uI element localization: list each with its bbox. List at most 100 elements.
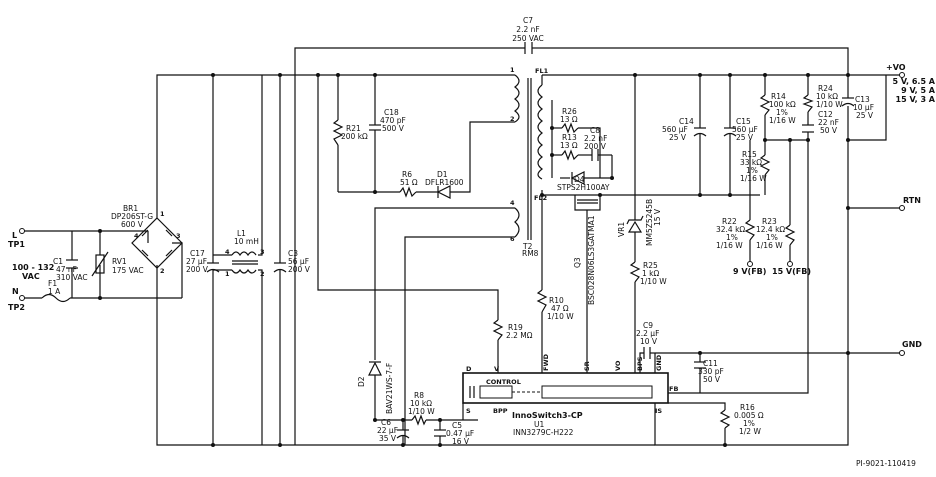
tp1-label: TP1 bbox=[8, 240, 25, 249]
c3-value: 56 µF bbox=[288, 257, 309, 266]
u1-pin-sr: SR bbox=[583, 361, 591, 371]
c11-rating: 50 V bbox=[703, 375, 721, 384]
d1-ref: D1 bbox=[437, 170, 448, 179]
c11-capacitor: C11 330 pF 50 V bbox=[694, 359, 724, 384]
l1-ref: L1 bbox=[237, 229, 246, 238]
f1-value: 1 A bbox=[48, 287, 61, 296]
l1-choke: L1 10 mH 4 1 3 2 bbox=[225, 229, 265, 278]
c12-ref: C12 bbox=[818, 110, 833, 119]
c9-value: 2.2 µF bbox=[636, 329, 659, 338]
r16-tol: 1% bbox=[743, 419, 755, 428]
tp2-label: TP2 bbox=[8, 303, 25, 312]
r21-ref: R21 bbox=[346, 124, 361, 133]
vin-range-label: 100 - 132 bbox=[12, 263, 54, 272]
r14-power: 1/16 W bbox=[769, 116, 796, 125]
vr1-rating: 15 V bbox=[653, 208, 662, 226]
c17-ref: C17 bbox=[190, 249, 205, 258]
c5-value: 0.47 µF bbox=[446, 429, 474, 438]
c7-ref: C7 bbox=[523, 16, 533, 25]
vin-unit-label: VAC bbox=[22, 272, 40, 281]
u1-control-label: CONTROL bbox=[486, 378, 521, 386]
tp1-terminal bbox=[19, 228, 25, 234]
r13-resistor: R13 13 Ω bbox=[560, 133, 579, 161]
u1-ic: CONTROL D V FWD SR VO BPS GND FB IS S BP… bbox=[462, 353, 678, 437]
c6-capacitor: C6 22 µF 35 V bbox=[377, 418, 410, 445]
rtn-terminal bbox=[899, 205, 905, 211]
c7-capacitor: C7 2.2 nF 250 VAC bbox=[512, 16, 544, 54]
vr1-zener: VR1 MM5Z5245B 15 V bbox=[617, 199, 662, 246]
t2-pin6: 6 bbox=[510, 235, 515, 243]
rv1-value: 175 VAC bbox=[112, 266, 144, 275]
d2-part: BAV21WS-7-F bbox=[385, 363, 394, 414]
c9-capacitor: C9 2.2 µF 10 V bbox=[636, 321, 659, 359]
c13-ref: C13 bbox=[855, 95, 870, 104]
r14-ref: R14 bbox=[771, 92, 786, 101]
u1-pin-bpp: BPP bbox=[493, 407, 508, 415]
c1-capacitor: C1 47 nF 310 VAC bbox=[53, 257, 88, 282]
c15-rating: 25 V bbox=[736, 133, 754, 142]
c18-rating: 500 V bbox=[382, 124, 405, 133]
c5-capacitor: C5 0.47 µF 16 V bbox=[434, 421, 474, 446]
r15-power: 1/16 W bbox=[740, 174, 767, 183]
r22-tol: 1% bbox=[726, 233, 738, 242]
c6-value: 22 µF bbox=[377, 426, 398, 435]
r26-value: 13 Ω bbox=[560, 115, 578, 124]
q3-ref: Q3 bbox=[573, 257, 582, 268]
l1-pin2: 2 bbox=[260, 270, 265, 278]
r19-value: 2.2 MΩ bbox=[506, 331, 533, 340]
r25-power: 1/10 W bbox=[640, 277, 667, 286]
fb9-terminal bbox=[747, 261, 753, 267]
vout-terminal bbox=[899, 72, 905, 78]
br1-pin4: 4 bbox=[134, 232, 139, 240]
r8-resistor: R8 10 kΩ 1/10 W bbox=[408, 391, 435, 426]
vout-spec-3: 15 V, 3 A bbox=[896, 95, 936, 104]
gnd-terminal bbox=[899, 350, 905, 356]
r25-value: 1 kΩ bbox=[642, 269, 659, 278]
gnd-label: GND bbox=[902, 340, 922, 349]
d1-part: DFLR1600 bbox=[425, 178, 464, 187]
t2-fl1: FL1 bbox=[535, 67, 549, 75]
c13-capacitor: C13 10 µF 25 V bbox=[841, 95, 874, 120]
d4-diode: D4 STPS2H100AY bbox=[557, 171, 610, 192]
c17-value: 27 µF bbox=[186, 257, 207, 266]
c1-rating: 310 VAC bbox=[56, 273, 88, 282]
r14-value: 100 kΩ bbox=[769, 100, 796, 109]
rv1-ref: RV1 bbox=[112, 257, 127, 266]
tp2-n-label: N bbox=[12, 287, 19, 296]
r15-tol: 1% bbox=[746, 166, 758, 175]
c15-value: 560 µF bbox=[732, 125, 758, 134]
wires bbox=[24, 47, 900, 446]
r10-resistor: R10 47 Ω 1/10 W bbox=[536, 289, 574, 321]
c17-rating: 200 V bbox=[186, 265, 209, 274]
r22-ref: R22 bbox=[722, 217, 737, 226]
r23-power: 1/16 W bbox=[756, 241, 783, 250]
d4-part: STPS2H100AY bbox=[557, 183, 610, 192]
d2-diode: D2 BAV21WS-7-F bbox=[357, 361, 394, 414]
r6-resistor: R6 51 Ω bbox=[399, 170, 418, 198]
t2-ref: T2 bbox=[522, 242, 533, 251]
d1-diode: D1 DFLR1600 bbox=[425, 170, 464, 199]
r8-ref: R8 bbox=[414, 391, 424, 400]
c1-value: 47 nF bbox=[56, 265, 77, 274]
c8-rating: 200 V bbox=[584, 142, 607, 151]
r24-ref: R24 bbox=[818, 84, 833, 93]
r10-power: 1/10 W bbox=[547, 312, 574, 321]
terminals: L TP1 N TP2 100 - 132 VAC +VO 5 V, 6.5 A… bbox=[8, 63, 936, 356]
vout-spec-2: 9 V, 5 A bbox=[901, 86, 936, 95]
br1-pin3: 3 bbox=[176, 232, 181, 240]
c6-rating: 35 V bbox=[379, 434, 397, 443]
r16-resistor: R16 0.005 Ω 1% 1/2 W bbox=[719, 403, 764, 436]
c15-ref: C15 bbox=[736, 117, 751, 126]
u1-name: InnoSwitch3-CP bbox=[512, 411, 583, 420]
u1-pin-s: S bbox=[466, 407, 471, 415]
r14-tol: 1% bbox=[776, 108, 788, 117]
c14-value: 560 µF bbox=[662, 125, 688, 134]
r8-value: 10 kΩ bbox=[410, 399, 432, 408]
br1-part: DP206ST-G bbox=[111, 212, 153, 221]
c8-value: 2.2 nF bbox=[584, 134, 607, 143]
u1-pin-is: IS bbox=[655, 407, 662, 415]
c9-rating: 10 V bbox=[640, 337, 658, 346]
c12-rating: 50 V bbox=[820, 126, 838, 135]
r16-value: 0.005 Ω bbox=[734, 411, 764, 420]
